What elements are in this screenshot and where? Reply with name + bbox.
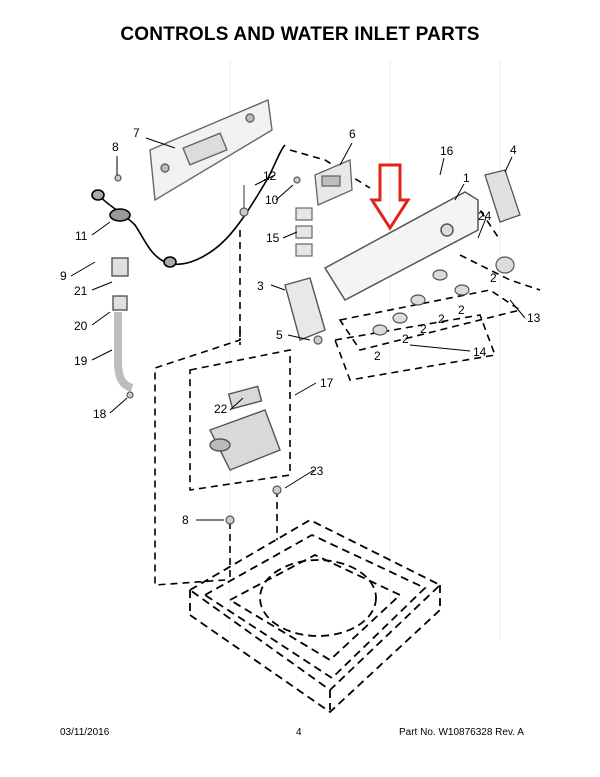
callout-1: 1 [463, 171, 470, 185]
callout-leaders [70, 137, 526, 521]
callout-22: 22 [214, 402, 228, 416]
part-3-end-cap [284, 277, 326, 341]
part-15-switches [295, 207, 313, 257]
callout-2-e: 2 [402, 332, 409, 346]
callout-8-upper: 8 [112, 140, 119, 154]
callout-2-d: 2 [420, 322, 427, 336]
callout-8-lower: 8 [182, 513, 189, 527]
callout-2-f: 2 [374, 349, 381, 363]
callout-19: 19 [74, 354, 88, 368]
part-1-console [323, 191, 479, 301]
callout-23: 23 [310, 464, 324, 478]
callout-10: 10 [265, 193, 279, 207]
callout-12: 12 [263, 169, 277, 183]
callout-17: 17 [320, 376, 334, 390]
callout-20: 20 [74, 319, 88, 333]
part-6-control-board [314, 159, 353, 206]
screws [114, 174, 323, 525]
callout-2-b: 2 [458, 303, 465, 317]
footer-page-number: 4 [296, 727, 302, 738]
callout-24: 24 [478, 209, 492, 223]
footer-date: 03/11/2016 [60, 727, 110, 738]
callout-15: 15 [266, 231, 280, 245]
footer-part-number: Part No. W10876328 Rev. A [399, 727, 524, 738]
part-19-21-inlet-hose [111, 257, 134, 392]
page-title: CONTROLS AND WATER INLET PARTS [120, 24, 480, 45]
callout-6: 6 [349, 127, 356, 141]
part-4-bracket [484, 169, 521, 223]
callout-labels: 7 8 6 16 4 1 12 10 11 24 15 9 21 3 20 5 … [60, 126, 541, 527]
background-guides [229, 60, 501, 640]
part-11-wire-harness [91, 144, 286, 268]
callout-18: 18 [93, 407, 107, 421]
callout-2-a: 2 [490, 271, 497, 285]
part-22-valve-assembly [209, 385, 281, 471]
callout-16: 16 [440, 144, 454, 158]
callout-7: 7 [133, 126, 140, 140]
callout-4: 4 [510, 143, 517, 157]
cabinet-top-base [188, 518, 442, 714]
part-7-console-panel [149, 98, 273, 202]
red-callout-arrow [369, 163, 411, 231]
callout-5: 5 [276, 328, 283, 342]
callout-21: 21 [74, 284, 88, 298]
callout-3: 3 [257, 279, 264, 293]
callout-11: 11 [75, 229, 88, 243]
callout-13: 13 [527, 311, 541, 325]
callout-14: 14 [473, 345, 487, 359]
callout-2-c: 2 [438, 312, 445, 326]
callout-9: 9 [60, 269, 67, 283]
knobs [372, 256, 515, 336]
